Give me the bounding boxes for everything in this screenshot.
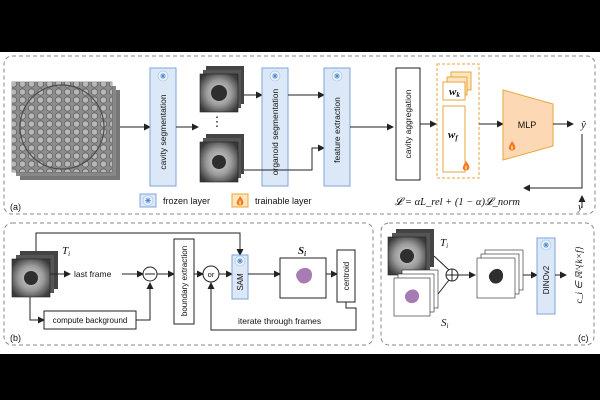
panel-a-label: (a) — [10, 202, 21, 212]
legend-trainable-label: trainable layer — [255, 196, 312, 206]
dinov2-label: DINOv2 — [542, 265, 551, 294]
cavity-segmentation-block — [149, 67, 177, 187]
snowflake-icon — [157, 70, 169, 82]
panel-b-label: (b) — [10, 333, 21, 343]
panel-c-border — [380, 222, 595, 346]
microscope-image-stack — [11, 81, 120, 180]
frame-stack-b — [11, 251, 58, 298]
snowflake-icon — [142, 195, 154, 206]
sam-label: SAM — [236, 273, 245, 291]
wk-box — [442, 81, 466, 101]
si-label-b: Si — [298, 245, 306, 258]
cavity-aggregation-block — [395, 67, 421, 181]
frame-stack-c — [387, 229, 434, 276]
cavity-crops-top — [199, 66, 244, 113]
iterate-label: iterate through frames — [238, 316, 321, 326]
masked-frames-stack — [476, 249, 524, 299]
si-label-c: Si — [441, 317, 449, 330]
loss-formula: 𝓛 = αL_rel + (1 − α)𝓛_norm — [395, 197, 521, 208]
mlp-block — [502, 89, 554, 161]
embedding-label: c_i ∈ ℝ^{k×f} — [574, 246, 585, 303]
cavity-segmentation-label: cavity segmentation — [158, 94, 168, 169]
organoid-mask — [296, 267, 313, 284]
snowflake-icon — [540, 239, 552, 251]
ti-label-b: Ti — [62, 245, 70, 258]
panel-a-border — [3, 55, 596, 215]
centroid-label: centroid — [342, 262, 351, 290]
or-label: or — [208, 270, 215, 279]
organoid-segmentation-label: organoid segmentation — [270, 88, 280, 175]
dinov2-block — [536, 237, 556, 315]
ellipsis-label: ⋮ — [211, 114, 224, 129]
snowflake-icon — [234, 255, 246, 267]
wf-box — [442, 105, 466, 173]
wk-label: wk — [449, 86, 460, 99]
snowflake-icon — [269, 70, 281, 82]
trainable-weights-group — [436, 63, 480, 179]
prediction-label: ŷ — [580, 119, 586, 131]
wf-label: wf — [448, 129, 458, 142]
last-frame-label: last frame — [74, 269, 112, 279]
panel-c-label: (c) — [578, 333, 589, 343]
cavity-aggregation-label: cavity aggregation — [403, 89, 413, 158]
mlp-label: MLP — [518, 120, 537, 130]
snowflake-icon — [331, 70, 343, 82]
mask-stack-c — [393, 269, 439, 317]
panel-b-border — [3, 222, 374, 346]
boundary-extraction-label: boundary extraction — [180, 246, 189, 316]
sam-block — [231, 254, 249, 300]
boundary-extraction-block — [173, 238, 195, 325]
target-label: y — [577, 202, 583, 213]
compute-background-label: compute background — [53, 316, 128, 325]
feature-extraction-label: feature extraction — [332, 97, 342, 163]
legend-frozen-label: frozen layer — [163, 196, 210, 206]
organoid-segmentation-block — [261, 67, 289, 187]
cavity-crops-bottom — [199, 134, 244, 183]
ti-label-c: Ti — [440, 237, 448, 250]
